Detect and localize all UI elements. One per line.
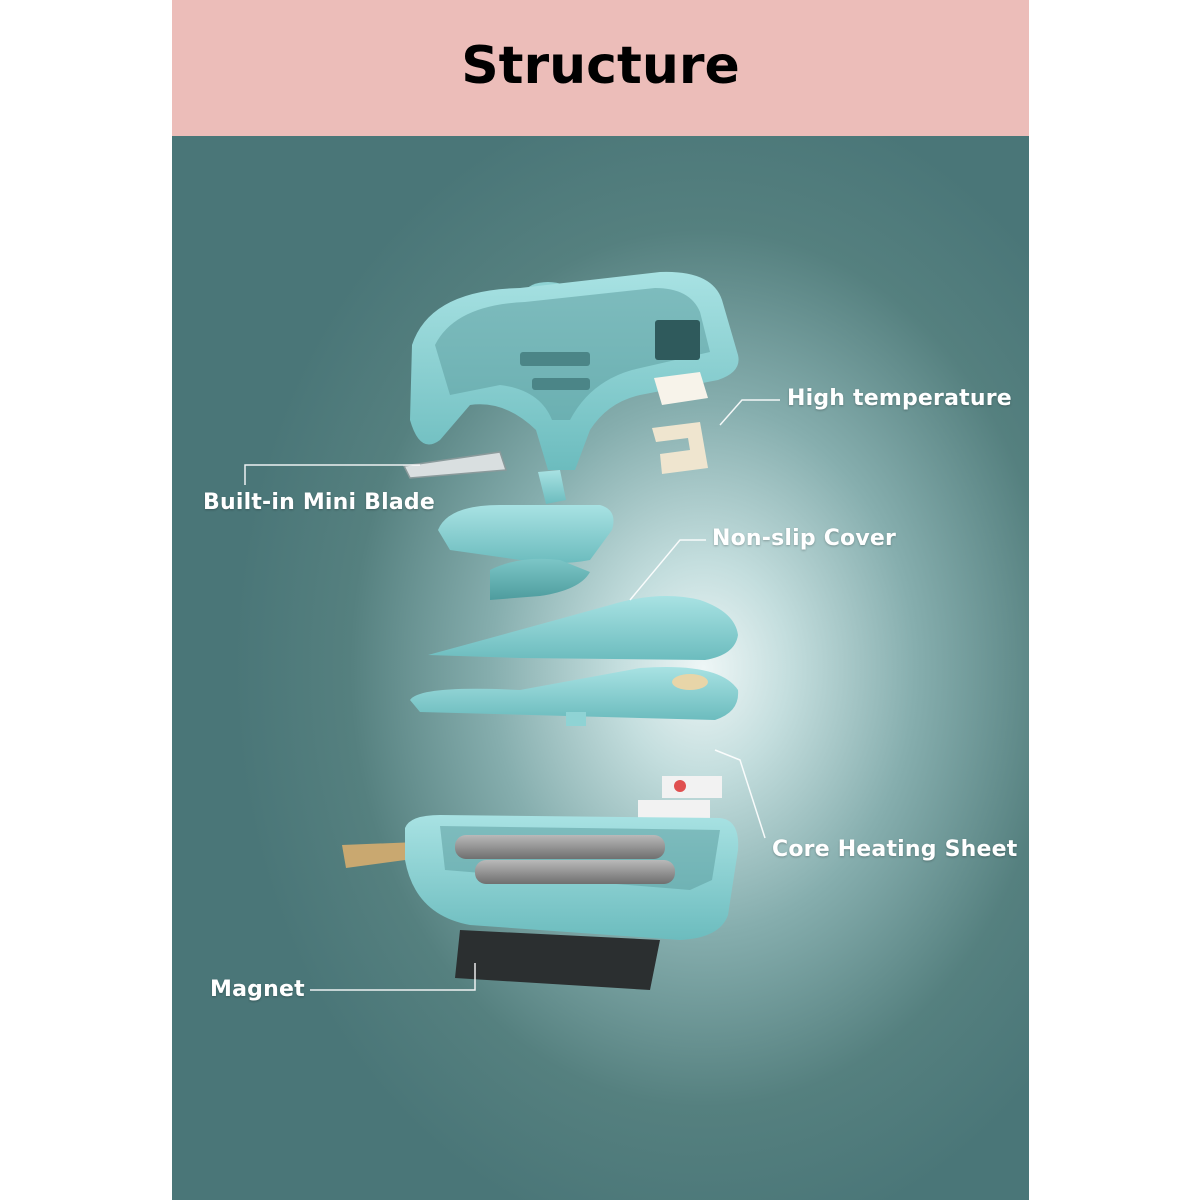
label-magnet: Magnet — [210, 977, 305, 1002]
label-high-temperature: High temperature — [787, 386, 1012, 411]
label-non-slip-cover: Non-slip Cover — [712, 526, 896, 551]
label-built-in-mini-blade: Built-in Mini Blade — [203, 490, 435, 515]
label-core-heating-sheet: Core Heating Sheet — [772, 837, 1017, 862]
page-title: Structure — [172, 0, 1029, 134]
